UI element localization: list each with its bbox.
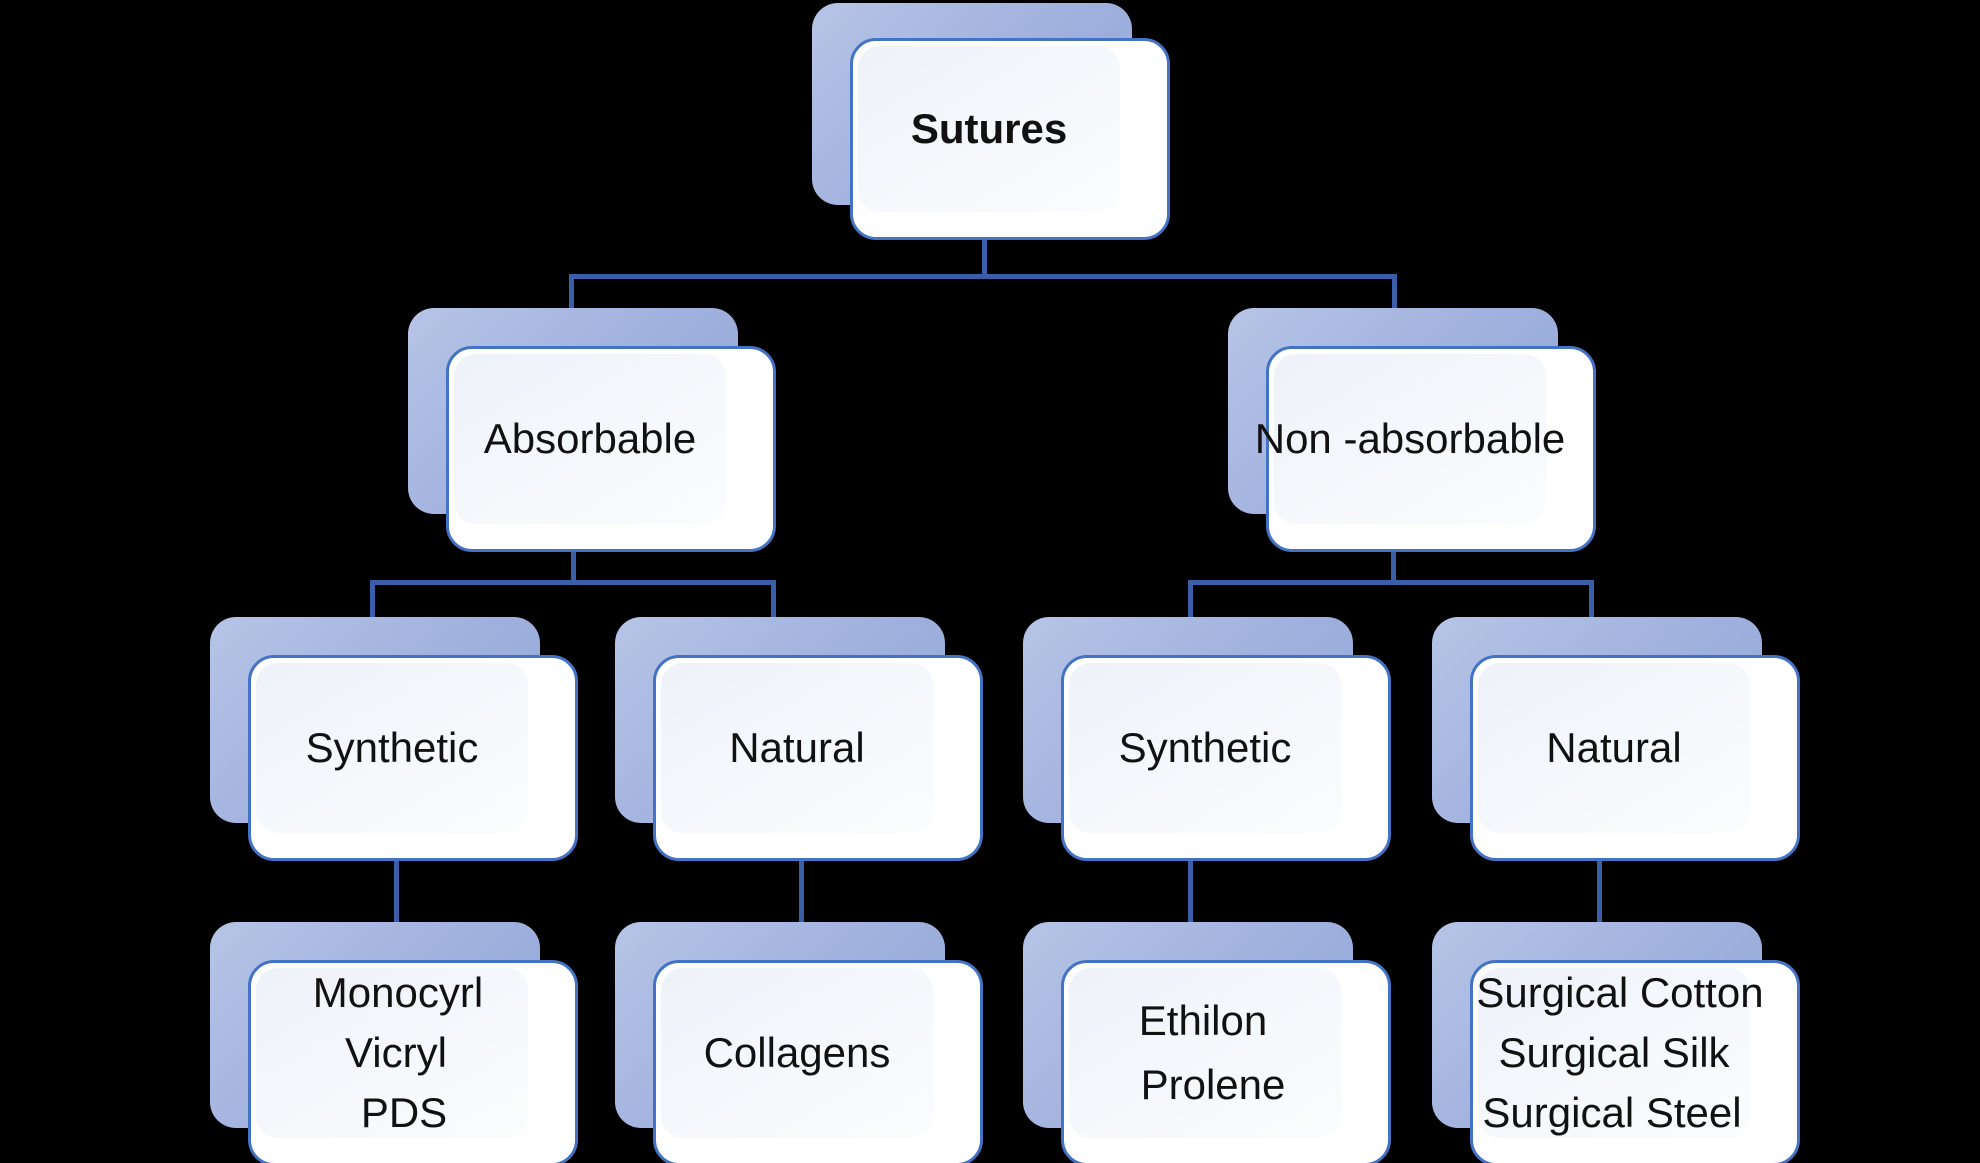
node-inner: Monocyrl Vicryl PDS <box>256 968 528 1138</box>
node-sutures[interactable]: Sutures <box>812 3 1170 240</box>
connector-to-nonabsorbable <box>1392 274 1397 318</box>
node-label-line: Ethilon <box>1138 997 1268 1044</box>
node-label-list: Monocyrl Vicryl PDS <box>256 972 528 1134</box>
node-inner: Natural <box>661 663 933 833</box>
node-label: Sutures <box>910 105 1068 153</box>
node-label-line: Surgical Steel <box>1482 1089 1742 1136</box>
node-non-absorbable[interactable]: Non -absorbable <box>1228 308 1596 552</box>
connector-to-synthetic-n <box>1188 580 1193 622</box>
node-inner: Absorbable <box>454 354 726 524</box>
connector-natural-n-to-drugs <box>1597 845 1602 925</box>
node-inner: Collagens <box>661 968 933 1138</box>
connector-to-natural-n <box>1589 580 1594 622</box>
connector-level3-right-bus <box>1188 580 1594 585</box>
connector-synthetic-a-to-drugs <box>394 845 399 925</box>
node-label-list: Ethilon Prolene <box>1069 1000 1341 1106</box>
node-inner: Natural <box>1478 663 1750 833</box>
node-non-absorbable-natural-items[interactable]: Surgical Cotton Surgical Silk Surgical S… <box>1432 922 1800 1163</box>
node-non-absorbable-synthetic-items[interactable]: Ethilon Prolene <box>1023 922 1391 1163</box>
node-label: Natural <box>1546 724 1682 772</box>
node-natural-absorbable[interactable]: Natural <box>615 617 983 861</box>
connector-nonabsorbable-stem <box>1391 533 1396 582</box>
node-label: Non -absorbable <box>1254 415 1566 463</box>
node-label-line: Monocyrl <box>312 969 484 1016</box>
node-label-list: Collagens <box>661 1032 933 1074</box>
node-label-list: Surgical Cotton Surgical Silk Surgical S… <box>1476 972 1763 1136</box>
node-label-line: Vicryl <box>345 1029 447 1076</box>
node-synthetic-non-absorbable[interactable]: Synthetic <box>1023 617 1391 861</box>
connector-to-absorbable <box>569 274 574 318</box>
connector-level2-bus <box>569 274 1397 279</box>
node-absorbable[interactable]: Absorbable <box>408 308 776 552</box>
node-inner: Synthetic <box>1069 663 1341 833</box>
node-inner: Non -absorbable <box>1255 354 1565 524</box>
node-label: Absorbable <box>483 415 697 463</box>
node-label-line: Collagens <box>703 1029 891 1076</box>
node-natural-non-absorbable[interactable]: Natural <box>1432 617 1800 861</box>
node-label-line: Prolene <box>1140 1061 1286 1108</box>
node-absorbable-natural-items[interactable]: Collagens <box>615 922 983 1163</box>
node-synthetic-absorbable[interactable]: Synthetic <box>210 617 578 861</box>
node-label: Synthetic <box>1118 724 1292 772</box>
connector-synthetic-n-to-drugs <box>1188 845 1193 925</box>
connector-to-synthetic-a <box>370 580 375 622</box>
connector-absorbable-stem <box>571 533 576 582</box>
node-inner: Synthetic <box>256 663 528 833</box>
node-label-line: Surgical Cotton <box>1476 969 1764 1016</box>
node-label: Synthetic <box>305 724 479 772</box>
node-absorbable-synthetic-items[interactable]: Monocyrl Vicryl PDS <box>210 922 578 1163</box>
node-label-line: PDS <box>360 1089 448 1136</box>
connector-level3-left-bus <box>370 580 776 585</box>
node-inner: Surgical Cotton Surgical Silk Surgical S… <box>1476 968 1764 1138</box>
connector-to-natural-a <box>771 580 776 622</box>
node-label: Natural <box>729 724 865 772</box>
node-inner: Ethilon Prolene <box>1069 968 1341 1138</box>
connector-natural-a-to-drugs <box>799 845 804 925</box>
connector-root-stem <box>982 225 987 277</box>
node-inner: Sutures <box>858 46 1120 212</box>
node-label-line: Surgical Silk <box>1498 1029 1730 1076</box>
